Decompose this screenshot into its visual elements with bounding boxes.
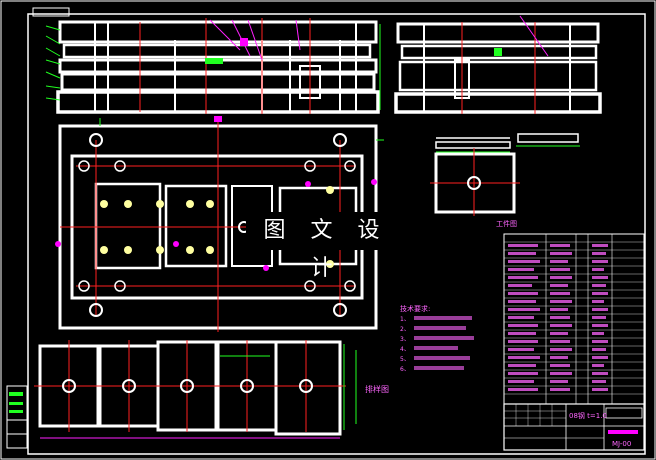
material-spec: 08钢 t=1.0	[569, 411, 607, 420]
tech-requirement-line: 6、	[400, 366, 410, 373]
sheet-tab	[32, 7, 70, 17]
strip-layout-view	[34, 340, 357, 439]
tech-requirements-title: 技术要求:	[400, 304, 430, 313]
tech-requirement-line: 2、	[400, 326, 410, 333]
side-revision-strip	[6, 385, 28, 449]
watermark-text: 图 文 设 计	[246, 212, 406, 281]
title-block	[503, 403, 645, 451]
side-section-view	[394, 15, 602, 114]
sheet-border-inner	[27, 13, 646, 455]
tech-requirement-line: 5、	[400, 356, 410, 363]
front-section-view	[45, 18, 381, 114]
parts-list-table	[503, 233, 645, 405]
tech-requirement-line: 1、	[400, 316, 410, 323]
workpiece-label: 工件图	[496, 219, 517, 228]
tech-requirement-line: 4、	[400, 346, 410, 353]
tech-requirements: 技术要求: 1、 2、 3、 4、 5、 6、	[400, 304, 474, 373]
tech-requirement-line: 3、	[400, 336, 410, 343]
drawing-number: MJ-00	[612, 440, 631, 448]
workpiece-view	[430, 133, 580, 216]
strip-layout-label: 排样图	[365, 384, 389, 394]
